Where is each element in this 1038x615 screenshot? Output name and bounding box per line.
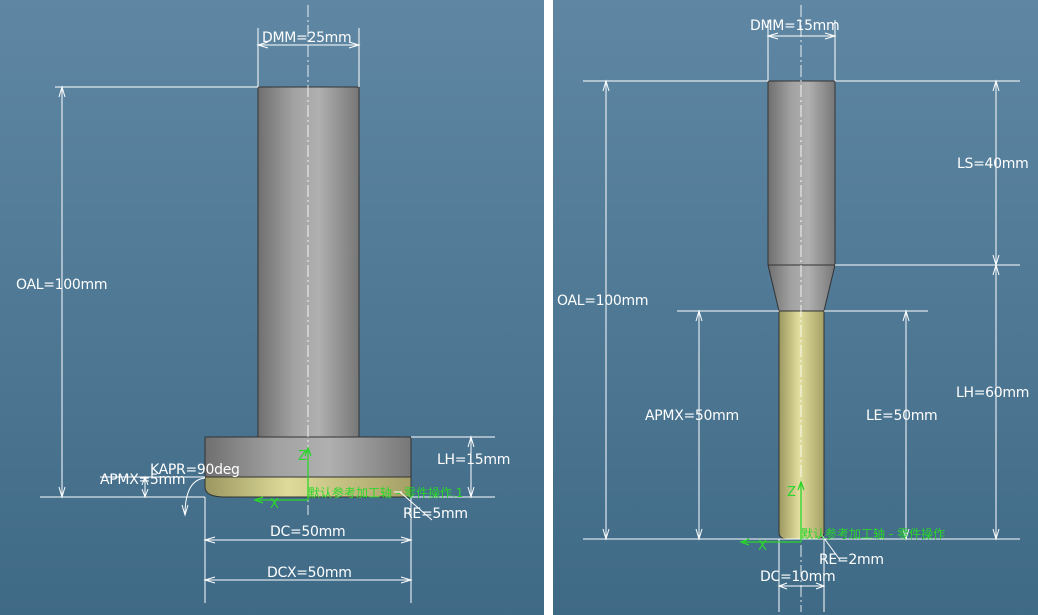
x-axis-label: X bbox=[270, 497, 279, 512]
dmm-dimension bbox=[766, 20, 837, 81]
axis-triad bbox=[253, 446, 312, 504]
dmm-label: DMM=15mm bbox=[750, 18, 840, 34]
kapr-arc bbox=[184, 477, 206, 516]
kapr-label: KAPR=90deg bbox=[150, 462, 240, 478]
dc-dimension bbox=[777, 539, 826, 612]
apmx-dimension bbox=[100, 475, 205, 499]
reference-axis-label: 默认参考加工轴 - 零件操作.1 bbox=[308, 486, 464, 500]
axis-triad bbox=[739, 480, 805, 546]
right-tool-view: DMM=15mm OAL=100mm LS=40mm LH=60mm APMX=… bbox=[553, 0, 1038, 615]
right-tool-drawing bbox=[553, 0, 1038, 615]
le-dimension bbox=[824, 309, 928, 541]
kapr-arrow bbox=[181, 504, 189, 517]
le-label: LE=50mm bbox=[866, 408, 938, 424]
lh-label: LH=15mm bbox=[437, 452, 511, 468]
re-label: RE=5mm bbox=[403, 506, 468, 522]
z-axis-label: Z bbox=[298, 449, 307, 464]
oal-label: OAL=100mm bbox=[557, 293, 649, 309]
view-divider bbox=[544, 0, 553, 615]
dcx-label: DCX=50mm bbox=[267, 565, 352, 581]
re-leader bbox=[399, 491, 433, 521]
z-axis-label: Z bbox=[787, 485, 796, 500]
oal-dimension bbox=[40, 85, 258, 499]
apmx-label: APMX=50mm bbox=[645, 408, 739, 424]
dmm-dimension bbox=[256, 28, 361, 87]
apmx-label: APMX=5mm bbox=[100, 472, 186, 488]
ls-dimension bbox=[835, 79, 1020, 267]
lh-dimension bbox=[411, 435, 495, 499]
dc-label: DC=10mm bbox=[760, 569, 836, 585]
apmx-dimension bbox=[677, 309, 779, 541]
dc-dimension bbox=[203, 497, 413, 603]
oal-label: OAL=100mm bbox=[16, 277, 108, 293]
lh-dimension bbox=[992, 263, 1000, 541]
re-leader bbox=[820, 533, 841, 561]
dmm-label: DMM=25mm bbox=[262, 30, 352, 46]
dc-label: DC=50mm bbox=[270, 524, 346, 540]
ls-label: LS=40mm bbox=[957, 156, 1029, 172]
reference-axis-label: 默认参考加工轴 - 零件操作 bbox=[801, 527, 945, 541]
lh-label: LH=60mm bbox=[956, 385, 1030, 401]
dcx-dimension bbox=[203, 576, 413, 584]
re-label: RE=2mm bbox=[819, 552, 884, 568]
left-tool-view: DMM=25mm OAL=100mm LH=15mm KAPR=90deg AP… bbox=[0, 0, 544, 615]
left-tool-drawing bbox=[0, 0, 544, 615]
x-axis-label: X bbox=[758, 539, 767, 554]
